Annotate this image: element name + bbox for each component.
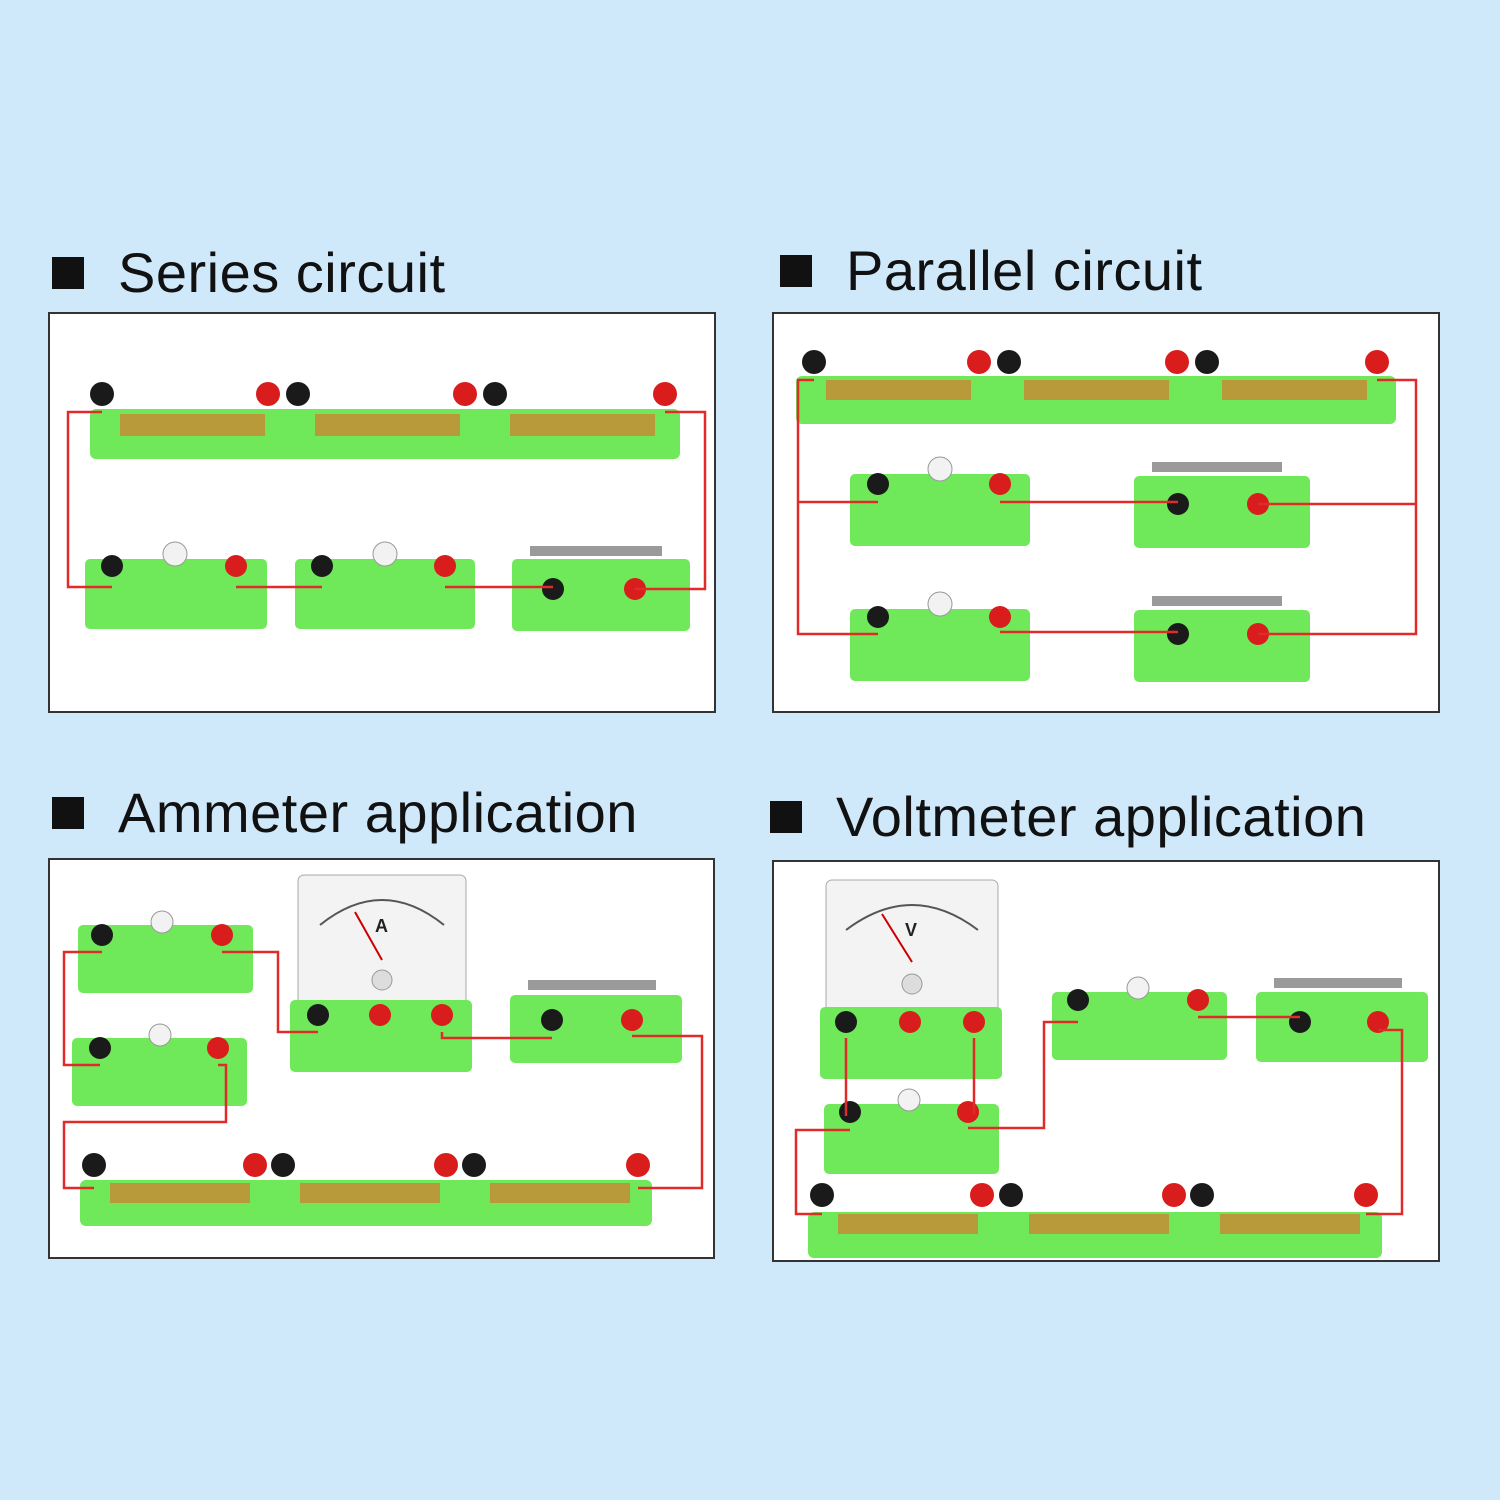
switch-board	[512, 546, 690, 631]
series-title: Series circuit	[118, 241, 446, 304]
wire	[632, 1034, 704, 1190]
parallel-heading: Parallel circuit	[780, 238, 1203, 303]
wire	[62, 950, 102, 1067]
voltmeter-title: Voltmeter application	[836, 785, 1367, 848]
battery-holder	[80, 1153, 652, 1226]
bullet-icon	[770, 800, 802, 833]
voltmeter-device: V	[820, 879, 1002, 1079]
voltmeter-symbol: V	[905, 920, 917, 940]
ammeter-device: A	[290, 874, 472, 1072]
series-heading: Series circuit	[52, 240, 446, 305]
switch-board	[1134, 462, 1310, 548]
battery-holder	[90, 382, 680, 459]
switch-board	[1134, 596, 1310, 682]
battery-holder	[808, 1183, 1382, 1258]
wire	[66, 410, 112, 589]
bulb-board	[295, 541, 475, 629]
wire	[794, 1128, 850, 1216]
wire	[222, 950, 318, 1034]
wire	[62, 1063, 228, 1190]
bulb-board	[850, 456, 1030, 546]
bulb-board	[72, 1023, 247, 1106]
wire	[1258, 378, 1418, 636]
voltmeter-heading: Voltmeter application	[770, 784, 1366, 849]
ammeter-title: Ammeter application	[118, 781, 638, 844]
series-panel	[48, 312, 716, 713]
parallel-title: Parallel circuit	[846, 239, 1203, 302]
ammeter-diagram: A	[62, 874, 704, 1226]
wire	[968, 1020, 1078, 1130]
wire	[796, 378, 878, 636]
wire	[635, 410, 707, 591]
voltmeter-diagram: V	[794, 879, 1428, 1258]
parallel-panel	[772, 312, 1440, 713]
bullet-icon	[52, 256, 84, 289]
voltmeter-panel: V	[772, 860, 1440, 1262]
switch-board	[1256, 978, 1428, 1062]
battery-holder	[796, 350, 1396, 424]
series-diagram	[66, 382, 707, 631]
ammeter-heading: Ammeter application	[52, 780, 638, 845]
bulb-board	[850, 591, 1030, 681]
ammeter-symbol: A	[375, 916, 388, 936]
bullet-icon	[780, 254, 812, 287]
bulb-board	[78, 910, 253, 993]
switch-board	[510, 980, 682, 1063]
bulb-board	[1052, 976, 1227, 1060]
wire	[440, 1032, 552, 1040]
ammeter-panel: A	[48, 858, 715, 1259]
bullet-icon	[52, 796, 84, 829]
wire	[1366, 1028, 1404, 1216]
bulb-board	[85, 541, 267, 629]
parallel-diagram	[796, 350, 1418, 682]
bulb-board	[824, 1088, 999, 1174]
